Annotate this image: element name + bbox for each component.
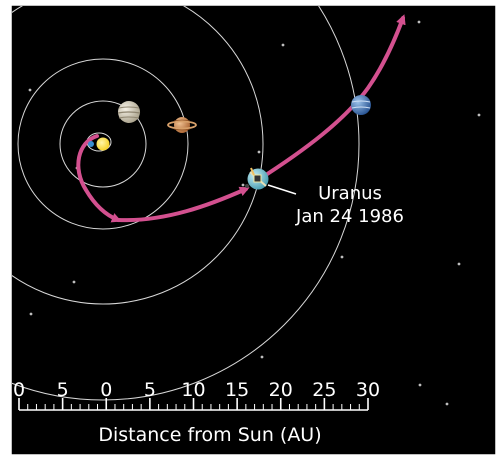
scale-tick-label: 30 bbox=[356, 379, 380, 401]
neptune-icon bbox=[351, 95, 371, 115]
orbit-group bbox=[12, 6, 360, 401]
star-icon bbox=[257, 150, 261, 154]
scale-tick-label: 20 bbox=[269, 379, 293, 401]
scale-tick-label: 5 bbox=[144, 379, 156, 401]
star-icon bbox=[457, 262, 461, 266]
star-icon bbox=[29, 312, 33, 316]
scale-bar-ticks bbox=[18, 398, 369, 410]
jupiter-icon bbox=[117, 101, 141, 123]
scale-bar: 0 5 0 5 10 15 20 25 30 Distance from Sun (AU) bbox=[13, 379, 380, 446]
orbit-neptune bbox=[12, 6, 360, 401]
saturn-icon bbox=[167, 117, 197, 133]
star-icon bbox=[417, 20, 421, 24]
sun-icon bbox=[96, 137, 110, 151]
scale-bar-labels: 0 5 0 5 10 15 20 25 30 bbox=[13, 379, 380, 401]
scale-bar-title: Distance from Sun (AU) bbox=[98, 424, 321, 446]
star-icon bbox=[477, 113, 481, 117]
scale-tick-label: 0 bbox=[100, 379, 112, 401]
scale-tick-label: 15 bbox=[225, 379, 249, 401]
trajectory-segment-earth-jupiter bbox=[76, 134, 122, 223]
trajectory-segment-to-uranus bbox=[116, 186, 250, 223]
background-panel bbox=[10, 4, 497, 456]
star-field bbox=[28, 20, 481, 406]
earth-icon bbox=[88, 141, 94, 147]
scale-tick-label: 5 bbox=[57, 379, 69, 401]
star-icon bbox=[418, 383, 422, 387]
star-icon bbox=[260, 355, 264, 359]
star-icon bbox=[445, 402, 449, 406]
orbit-jupiter bbox=[59, 100, 147, 188]
orbit-saturn bbox=[17, 58, 189, 230]
spacecraft-icon bbox=[245, 167, 267, 188]
annotation-encounter-date: Jan 24 1986 bbox=[295, 206, 404, 227]
star-icon bbox=[72, 280, 76, 284]
scale-tick-label: 10 bbox=[181, 379, 205, 401]
annotation-leader-line bbox=[267, 184, 297, 195]
star-icon bbox=[241, 183, 245, 187]
annotation-planet-name: Uranus bbox=[318, 183, 382, 204]
star-icon bbox=[340, 255, 344, 259]
orbit-uranus bbox=[12, 6, 264, 305]
star-icon bbox=[28, 88, 32, 92]
scale-tick-label: 25 bbox=[312, 379, 336, 401]
star-icon bbox=[281, 43, 285, 47]
scale-tick-label: 0 bbox=[13, 379, 25, 401]
